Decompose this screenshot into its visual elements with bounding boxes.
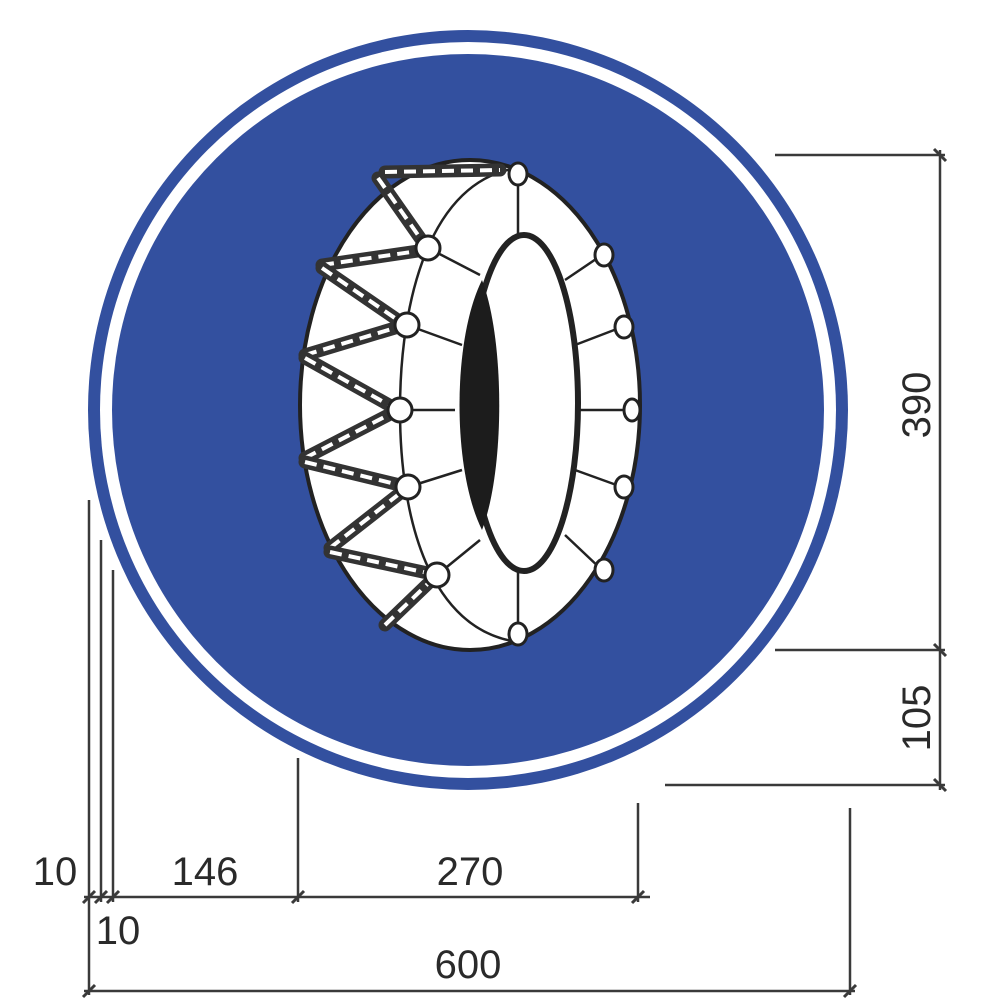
- dimension-146: 146: [172, 850, 239, 894]
- dimension-270: 270: [437, 850, 504, 894]
- sign-disc: [88, 30, 848, 790]
- dimension-600: 600: [435, 943, 502, 987]
- horizontal-dimensions: [81, 500, 858, 999]
- dimension-10-outer: 10: [33, 850, 78, 894]
- chain-links: [298, 163, 507, 632]
- chain-rings: [386, 161, 642, 647]
- dimension-390: 390: [895, 372, 939, 439]
- dimension-10-inner: 10: [96, 909, 141, 953]
- tire-with-chains-icon: [298, 158, 642, 652]
- dimension-105: 105: [895, 685, 939, 752]
- tire-inner-shadow: [459, 280, 500, 530]
- vertical-dimensions: [665, 147, 948, 793]
